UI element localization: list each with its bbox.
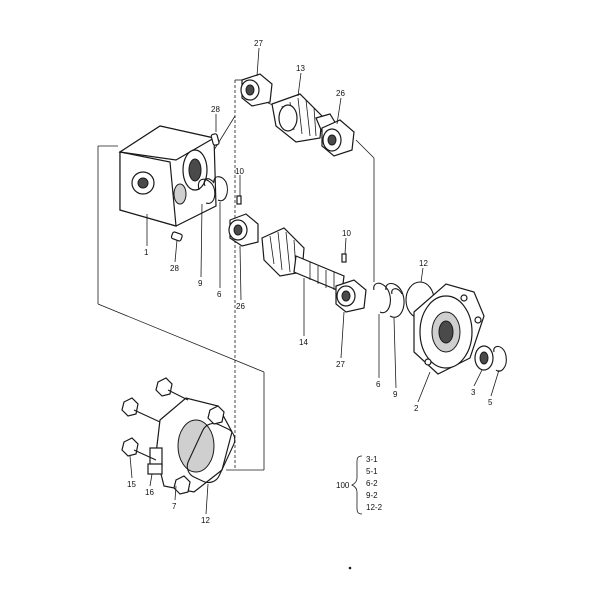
kit-item: 5-1 xyxy=(366,467,378,476)
bolt-part-15-lower xyxy=(173,475,191,495)
dowel-pin-part-28-top xyxy=(210,133,220,146)
bolt-part-15-right xyxy=(207,405,225,425)
callout-6-right: 6 xyxy=(376,380,381,389)
callout-9-right: 9 xyxy=(393,390,398,399)
callout-12-right: 12 xyxy=(419,259,428,268)
callout-14: 14 xyxy=(299,338,308,347)
dowel-pin-part-28-bottom xyxy=(170,231,183,242)
callout-9-left: 9 xyxy=(198,279,203,288)
callout-26-top: 26 xyxy=(336,89,345,98)
bushing-part-26-top xyxy=(321,119,355,157)
bolt-part-15-lower-left xyxy=(121,437,157,461)
bushing-part-26-bottom xyxy=(228,213,259,247)
callout-7: 7 xyxy=(172,502,177,511)
callout-27-top: 27 xyxy=(254,39,263,48)
bolt-part-15-upper-left xyxy=(121,397,161,423)
callout-10-left: 10 xyxy=(235,167,244,176)
pin-part-10-left xyxy=(236,195,242,205)
callout-10-right: 10 xyxy=(342,229,351,238)
callout-12-bottom: 12 xyxy=(201,516,210,525)
pin-part-10-right xyxy=(341,253,347,263)
callout-1: 1 xyxy=(144,248,149,257)
callout-13: 13 xyxy=(296,64,305,73)
o-ring-part-12-bottom xyxy=(186,422,236,484)
callout-2: 2 xyxy=(414,404,419,413)
callout-27-bottom: 27 xyxy=(336,360,345,369)
front-cover-part-2 xyxy=(413,283,485,375)
drive-gear-shaft-part-14 xyxy=(261,227,345,293)
backup-ring-part-6-left xyxy=(213,176,228,202)
driven-gear-part-13 xyxy=(271,93,337,143)
kit-item: 3-1 xyxy=(366,455,378,464)
callout-5: 5 xyxy=(488,398,493,407)
callout-3: 3 xyxy=(471,388,476,397)
kit-item: 12-2 xyxy=(366,503,383,512)
callout-28-bottom: 28 xyxy=(170,264,179,273)
callout-28-top: 28 xyxy=(211,105,220,114)
pump-body-part-1 xyxy=(118,125,217,227)
bushing-part-27-top xyxy=(240,73,273,107)
oil-seal-part-3 xyxy=(474,345,494,371)
kit-item: 6-2 xyxy=(366,479,378,488)
callout-16: 16 xyxy=(145,488,154,497)
callout-26-bottom: 26 xyxy=(236,302,245,311)
backup-ring-part-6-right xyxy=(373,282,391,314)
kit-list: 100 3-1 5-1 6-2 9-2 12-2 xyxy=(336,455,383,515)
bushing-part-27-bottom xyxy=(335,279,367,313)
seal-ring-part-9-left xyxy=(197,178,216,204)
leader-lines xyxy=(129,47,500,515)
snap-ring-part-5 xyxy=(493,345,507,372)
callout-labels: 27 13 26 28 10 1 28 9 6 26 10 14 27 12 6… xyxy=(127,39,493,525)
kit-item: 9-2 xyxy=(366,491,378,500)
kit-brace xyxy=(351,455,363,515)
callout-15: 15 xyxy=(127,480,136,489)
bolt-part-15-upper xyxy=(155,377,189,401)
callout-6-left: 6 xyxy=(217,290,222,299)
seal-ring-part-9-right xyxy=(385,282,405,318)
assembly-guide-lines xyxy=(97,79,375,471)
stray-dot xyxy=(348,566,352,570)
kit-number: 100 xyxy=(336,481,350,490)
